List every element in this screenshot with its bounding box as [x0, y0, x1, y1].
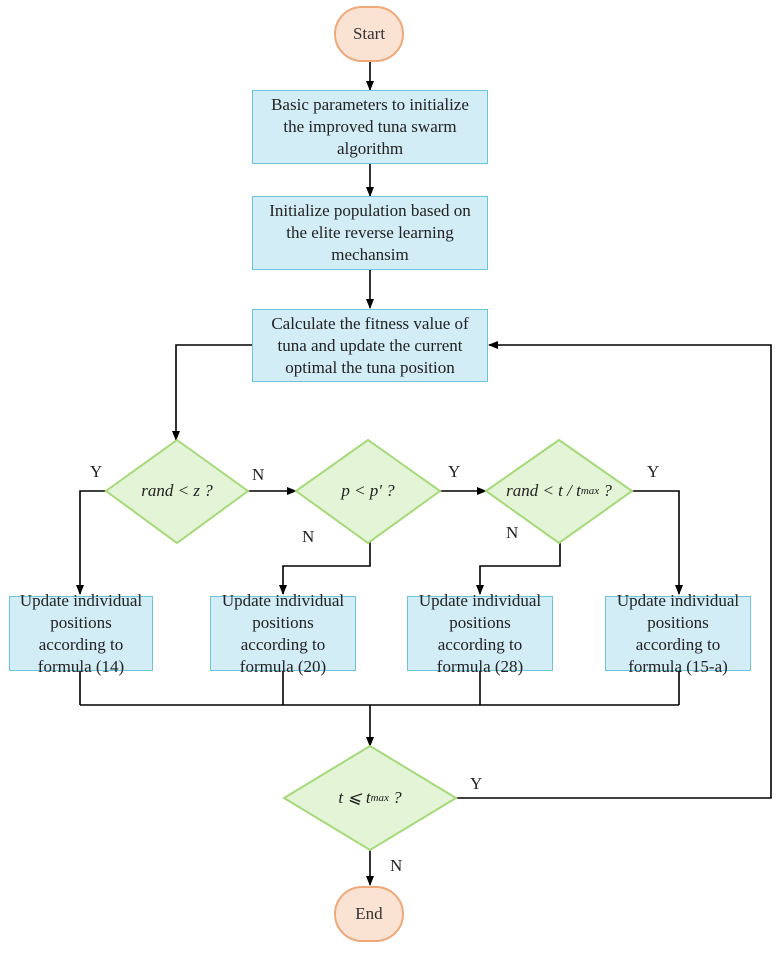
update14-box: Update individual positions according to… — [9, 591, 153, 676]
fitness-box: Calculate the fitness value of tuna and … — [252, 309, 488, 382]
label-n-decision2: N — [302, 527, 315, 546]
label-y-decision4: Y — [470, 774, 483, 793]
start-terminal: Start — [334, 6, 404, 62]
arrow-decision3-to-update28 — [476, 542, 561, 595]
init-params-box: Basic parameters to initialize the impro… — [252, 90, 488, 164]
decision1-diamond — [104, 438, 250, 545]
decision1-label: rand < z ? — [106, 476, 248, 506]
decision3-text-a: rand < t / t — [506, 481, 581, 500]
arrow-decision3-to-update15a — [632, 490, 683, 595]
label-y-decision2: Y — [448, 462, 461, 481]
decision2-label: p < p' ? — [296, 476, 440, 506]
label-n-decision3: N — [506, 523, 519, 542]
label-y-decision1: Y — [90, 462, 103, 481]
arrow-decision1-to-update14 — [76, 490, 106, 595]
init-population-box: Initialize population based on the elite… — [252, 196, 488, 270]
decision1-text-a: rand — [141, 481, 174, 500]
end-terminal: End — [334, 886, 404, 942]
update15a-box: Update individual positions according to… — [605, 591, 751, 676]
decision2-diamond — [294, 438, 442, 545]
label-y-decision3: Y — [647, 462, 660, 481]
update28-box: Update individual positions according to… — [407, 591, 553, 676]
arrow-decision4-loop-to-fitness — [456, 341, 772, 799]
label-n-decision1: N — [252, 465, 265, 484]
decision3-subscript: max — [580, 485, 600, 497]
decision1-text-b: < z ? — [173, 481, 213, 500]
update20-box: Update individual positions according to… — [210, 591, 356, 676]
arrow-decision2-to-update20 — [279, 542, 371, 595]
decision2-text: p < p' ? — [341, 481, 395, 500]
decision4-text-a: t ⩽ t — [338, 788, 371, 807]
decision4-text-b: ? — [388, 788, 402, 807]
decision4-diamond — [282, 744, 458, 852]
label-n-decision4: N — [390, 856, 403, 875]
decision3-text-b: ? — [599, 481, 612, 500]
decision3-diamond — [484, 438, 634, 545]
decision4-subscript: max — [370, 792, 389, 804]
arrow-fitness-to-decision1 — [172, 344, 252, 441]
